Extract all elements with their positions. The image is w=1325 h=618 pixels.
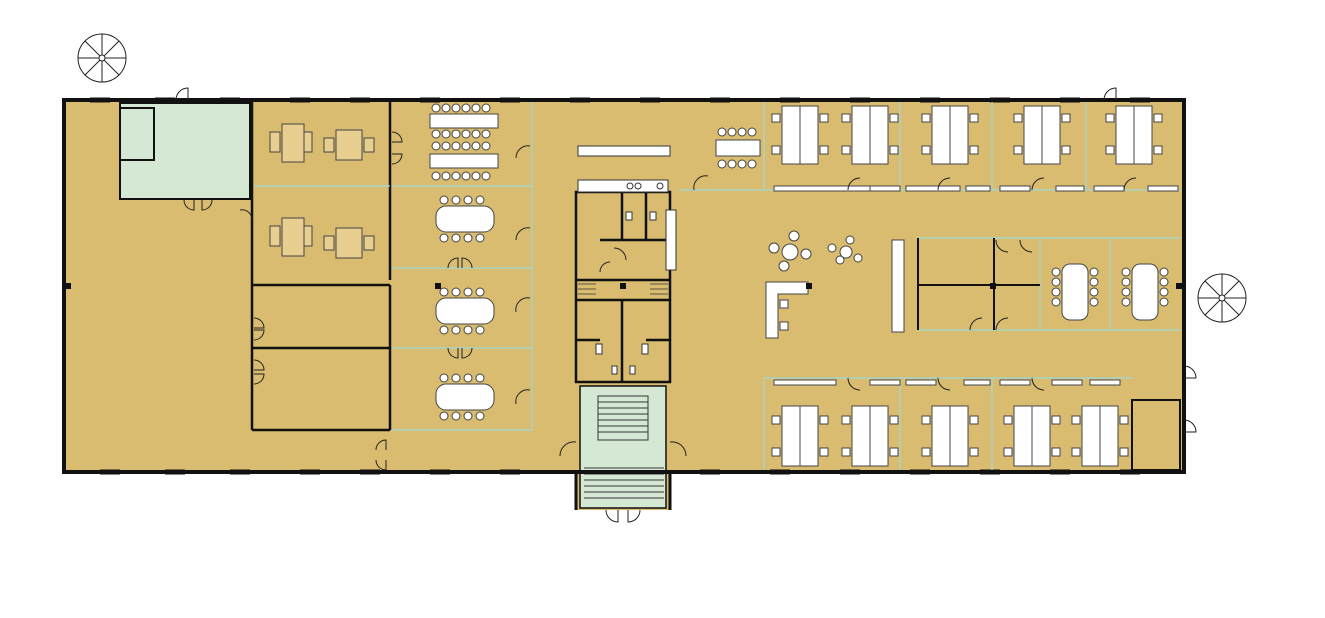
workstation-chairs-bottom [771, 415, 1129, 457]
green-room-alcove [119, 107, 155, 161]
spiral-staircase-icon [1197, 273, 1247, 323]
exterior-walls [62, 98, 1186, 510]
interior-walls-left [250, 100, 392, 432]
interior-walls-right [917, 238, 1181, 471]
workstations-top [773, 105, 1179, 192]
core-fixtures [577, 179, 677, 375]
right-meeting-tables [1051, 263, 1169, 321]
reception-bench [577, 145, 671, 157]
lounge-furniture [765, 230, 905, 339]
training-tables [429, 103, 499, 181]
spiral-staircase-icon [77, 33, 127, 83]
private-office-desks [269, 123, 375, 259]
core-small-stairs [578, 283, 668, 295]
structural-columns [66, 283, 1182, 289]
workstation-chairs-top [771, 113, 1163, 155]
entrance-stair-hall [579, 385, 667, 509]
meeting-room-tables [435, 195, 495, 421]
window-marks [90, 97, 1150, 475]
door-swings [175, 87, 1197, 523]
workstations-bottom [773, 379, 1121, 467]
small-meeting-table [715, 127, 761, 169]
